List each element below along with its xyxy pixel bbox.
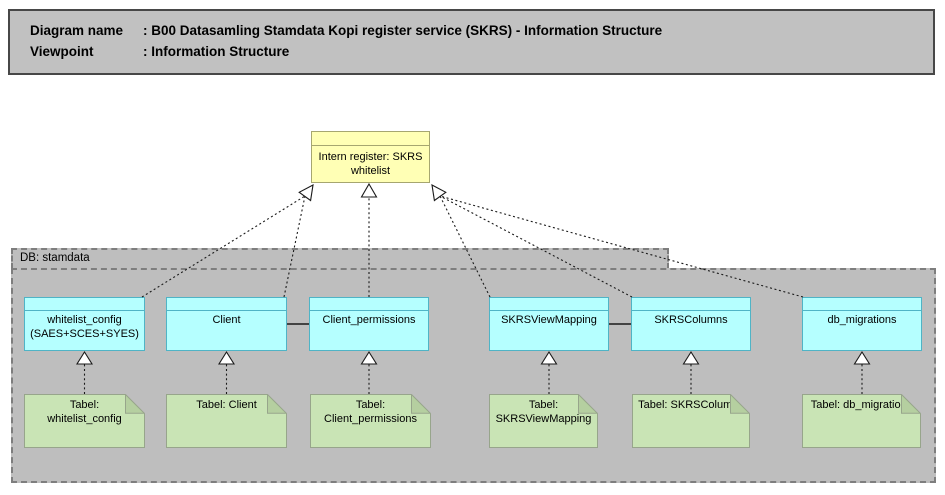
realization-arrowhead-middle [360,182,378,198]
entity-label-skrscolumns: SKRSColumns [654,314,728,326]
node-skrsviewmapping[interactable]: SKRSViewMapping [489,297,609,351]
node-client[interactable]: Client [166,297,287,351]
viewpoint-label: Viewpoint [30,44,94,59]
note-label: Tabel: SKRSViewMapping [495,399,592,425]
viewpoint-value: : Information Structure [143,44,290,59]
note-tabel-client[interactable]: Tabel: Client [166,394,287,448]
diagram-name-row: Diagram name : B00 Datasamling Stamdata … [30,20,933,41]
node-intern-register-skrs-whitelist[interactable]: Intern register: SKRS whitelist [311,131,430,183]
node-client-permissions[interactable]: Client_permissions [309,297,429,351]
register-compartment-divider [312,132,429,146]
note-tabel-skrsviewmapping[interactable]: Tabel: SKRSViewMapping [489,394,598,448]
entity-label-whitelist-config: whitelist_config (SAES+SCES+SYES) [30,314,139,340]
note-fold-icon [730,394,750,414]
realization-arrowhead-left [298,184,314,202]
note-label: Tabel: SKRSColumns [638,399,744,411]
note-fold-icon [578,394,598,414]
entity-label-client-permissions: Client_permissions [322,314,416,326]
entity-compartment-divider [803,298,921,311]
note-label: Tabel: db_migrations [810,399,913,411]
note-fold-icon [267,394,287,414]
viewpoint-row: Viewpoint : Information Structure [30,41,933,62]
entity-label-db-migrations: db_migrations [827,314,897,326]
entity-label-client: Client [212,314,241,326]
note-tabel-whitelist-config[interactable]: Tabel: whitelist_config [24,394,145,448]
node-skrscolumns[interactable]: SKRSColumns [631,297,751,351]
diagram-name-value: : B00 Datasamling Stamdata Kopi register… [143,23,663,38]
entity-compartment-divider [632,298,750,311]
note-label: Tabel: Client [196,399,257,411]
note-tabel-client-permissions[interactable]: Tabel: Client_permissions [310,394,431,448]
diagram-name-label: Diagram name [30,23,124,38]
entity-compartment-divider [490,298,608,311]
entity-compartment-divider [25,298,144,311]
note-fold-icon [125,394,145,414]
entity-label-skrsviewmapping: SKRSViewMapping [501,314,597,326]
note-tabel-skrscolumns[interactable]: Tabel: SKRSColumns [632,394,750,448]
diagram-title-block: Diagram name : B00 Datasamling Stamdata … [8,9,935,75]
realization-arrowhead-right [431,184,447,202]
node-whitelist-config[interactable]: whitelist_config (SAES+SCES+SYES) [24,297,145,351]
entity-compartment-divider [167,298,286,311]
group-db-stamdata-label: DB: stamdata [20,252,90,264]
group-db-stamdata-tab[interactable]: DB: stamdata [11,248,669,269]
note-fold-icon [411,394,431,414]
register-label: Intern register: SKRS whitelist [318,151,423,177]
note-tabel-db-migrations[interactable]: Tabel: db_migrations [802,394,921,448]
node-db-migrations[interactable]: db_migrations [802,297,922,351]
entity-compartment-divider [310,298,428,311]
note-fold-icon [901,394,921,414]
group-db-stamdata-body[interactable] [11,268,936,483]
note-label: Tabel: Client_permissions [324,399,417,425]
note-label: Tabel: whitelist_config [47,399,122,425]
